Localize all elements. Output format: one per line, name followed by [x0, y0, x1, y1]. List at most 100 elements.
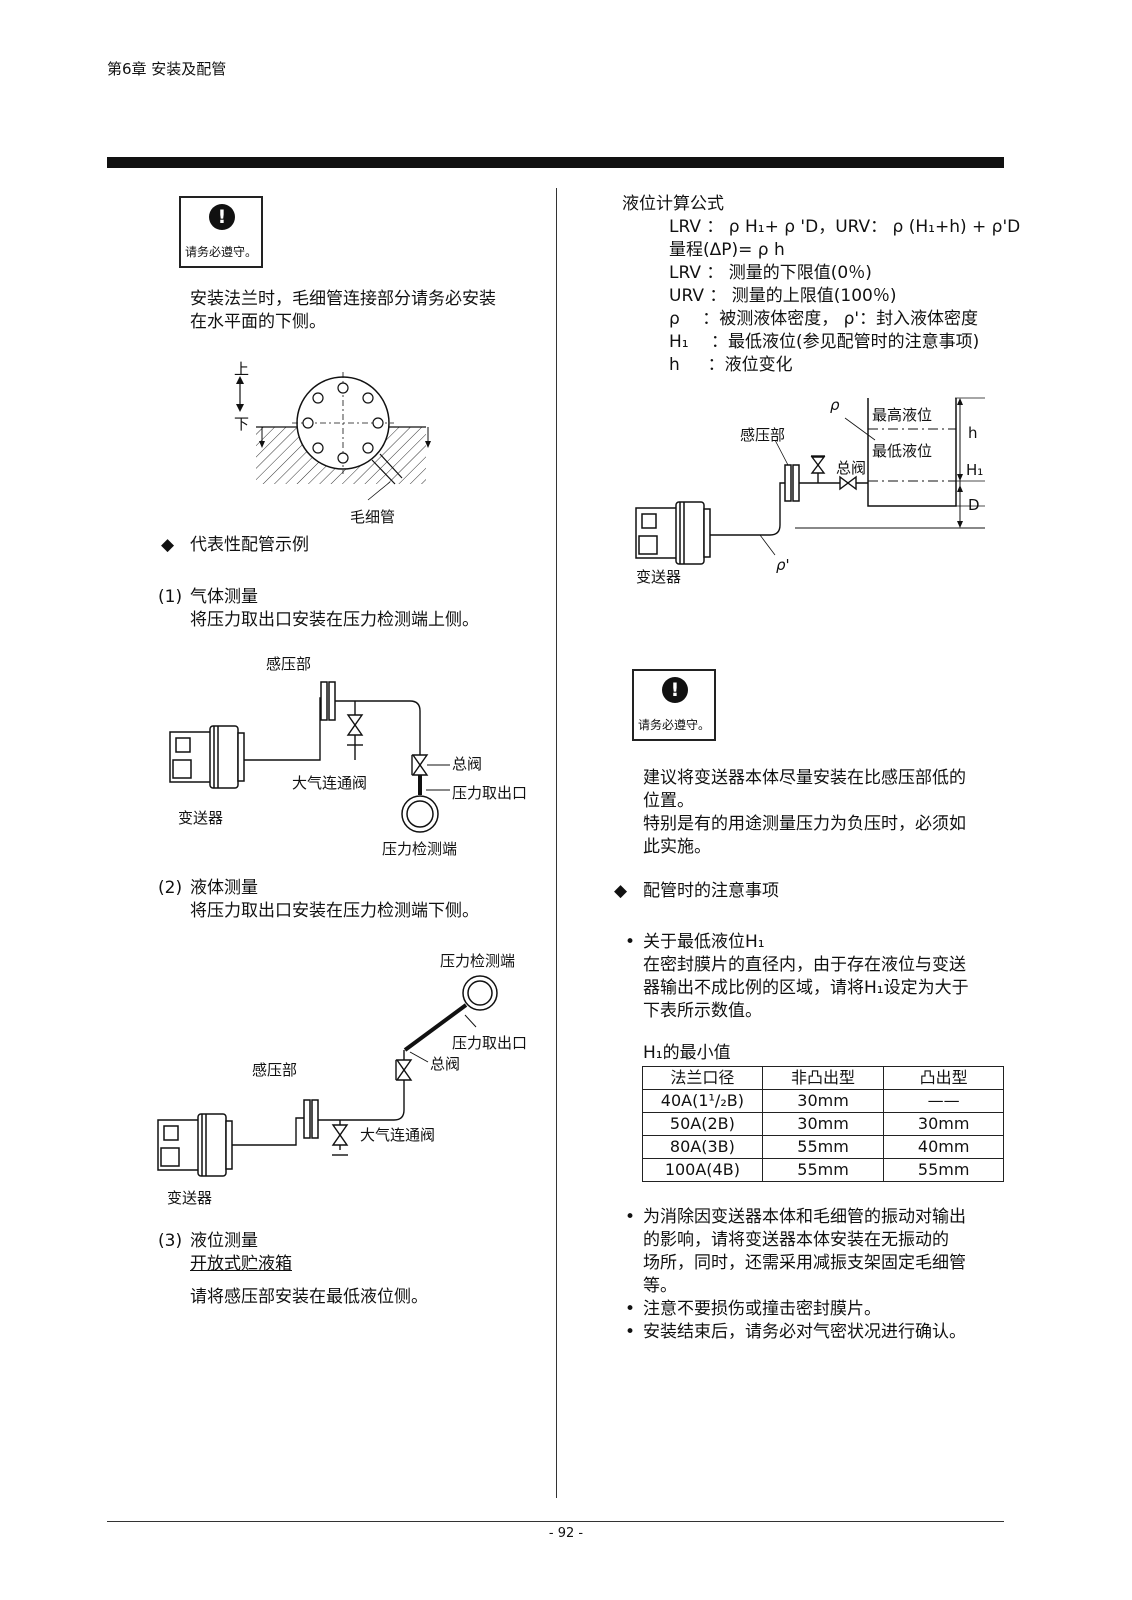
gas-vent-valve-label: 大气连通阀: [292, 774, 368, 792]
bullet4-line0: 安装结束后，请务必对气密状况进行确认。: [643, 1322, 966, 1342]
liquid-main-valve-label: 总阀: [430, 1055, 461, 1073]
liquid-transmitter-label: 变送器: [167, 1189, 213, 1207]
down-label: 下: [234, 415, 250, 433]
gas-desc: 将压力取出口安装在压力检测端上侧。: [190, 610, 479, 630]
caution-label: 请务必遵守。: [184, 245, 257, 259]
table-cell: 40A(1¹/₂B): [642, 1089, 763, 1113]
d-label: D: [968, 496, 980, 514]
bullet1-line2: 器输出不成比例的区域，请将H₁设定为大于: [643, 978, 969, 998]
gas-num: (1): [158, 587, 183, 607]
transmitter-icon: [157, 1113, 233, 1177]
right-main-valve-label: 总阀: [836, 459, 867, 477]
table-row: 40A(1¹/₂B) 30mm ——: [642, 1089, 1004, 1113]
flange-note-line2: 在水平面的下侧。: [190, 312, 326, 332]
diamond-bullet-icon: ◆: [161, 535, 175, 555]
liquid-detect-label: 压力检测端: [440, 952, 516, 970]
transmitter-icon: [635, 501, 711, 565]
exclamation-icon: !: [209, 204, 235, 230]
vent-valve-icon: [346, 714, 364, 746]
bullet2-line1: 的影响，请将变送器本体安装在无振动的: [643, 1230, 949, 1250]
formula-line-6: h ：液位变化: [669, 355, 793, 375]
table-cell: 100A(4B): [642, 1158, 763, 1182]
table-header-row: 法兰口径 非凸出型 凸出型: [642, 1066, 1004, 1090]
table-cell: 30mm: [883, 1112, 1004, 1136]
vent-valve-icon: [331, 1124, 349, 1156]
formula-title: 液位计算公式: [622, 194, 724, 214]
exclamation-icon: !: [662, 677, 688, 703]
h-label: h: [968, 424, 978, 442]
capillary-label: 毛细管: [350, 508, 396, 526]
bullet-dot-icon: •: [625, 1322, 636, 1342]
level-title: 液位测量: [190, 1231, 258, 1251]
bullet3-line0: 注意不要损伤或撞击密封膜片。: [643, 1299, 881, 1319]
h1-label: H₁: [966, 461, 984, 479]
table-cell: 55mm: [883, 1158, 1004, 1182]
liquid-title: 液体测量: [190, 878, 258, 898]
formula-line-0: LRV ： ρ H₁+ ρ 'D，URV： ρ (H₁+h) + ρ'D: [669, 217, 1021, 237]
bullet1-line3: 下表所示数值。: [643, 1001, 762, 1021]
liquid-num: (2): [158, 878, 183, 898]
table-row: 50A(2B) 30mm 30mm: [642, 1112, 1004, 1136]
gas-detect-label: 压力检测端: [382, 840, 458, 858]
table-header-cell: 法兰口径: [642, 1066, 763, 1090]
table-cell: 40mm: [883, 1135, 1004, 1159]
caution-text-0: 建议将变送器本体尽量安装在比感压部低的: [643, 768, 966, 788]
vent-valve-icon: [810, 455, 826, 474]
table-header-cell: 凸出型: [883, 1066, 1004, 1090]
level-num: (3): [158, 1231, 183, 1251]
caution-text-1: 位置。: [643, 791, 694, 811]
right-transmitter-label: 变送器: [636, 568, 682, 586]
gas-title: 气体测量: [190, 587, 258, 607]
gas-main-valve-label: 总阀: [452, 755, 483, 773]
min-level-label: 最低液位: [872, 442, 933, 460]
gas-tap-label: 压力取出口: [452, 784, 528, 802]
table-cell: 50A(2B): [642, 1112, 763, 1136]
liquid-vent-valve-label: 大气连通阀: [360, 1126, 436, 1144]
level-desc: 请将感压部安装在最低液位侧。: [190, 1287, 428, 1307]
bullet2-line2: 场所，同时，还需采用减振支架固定毛细管: [643, 1253, 966, 1273]
table-cell: 80A(3B): [642, 1135, 763, 1159]
formula-line-3: URV ： 测量的上限值(100％): [669, 286, 897, 306]
bullet-dot-icon: •: [625, 932, 636, 952]
right-sensor-label: 感压部: [740, 426, 786, 444]
bullet2-line0: 为消除因变送器本体和毛细管的振动对输出: [643, 1207, 966, 1227]
caution-box-right: ! 请务必遵守。: [632, 669, 716, 741]
bullet1-line1: 在密封膜片的直径内，由于存在液位与变送: [643, 955, 966, 975]
gas-sensor-label: 感压部: [266, 655, 312, 673]
header-rule: [107, 157, 1004, 168]
flange-note-line1: 安装法兰时，毛细管连接部分请务必安装: [190, 289, 496, 309]
gas-transmitter-label: 变送器: [178, 809, 224, 827]
table-cell: 55mm: [761, 1158, 885, 1182]
notes-title: 配管时的注意事项: [643, 881, 779, 901]
table-cell: 55mm: [761, 1135, 885, 1159]
chapter-header: 第6章 安装及配管: [107, 60, 227, 78]
formula-line-2: LRV ： 测量的下限值(0％): [669, 263, 872, 283]
table-cell: ——: [883, 1089, 1004, 1113]
max-level-label: 最高液位: [872, 406, 933, 424]
diamond-bullet-icon: ◆: [614, 881, 628, 901]
table-header-cell: 非凸出型: [761, 1066, 885, 1090]
bullet-dot-icon: •: [625, 1299, 636, 1319]
table-title: H₁的最小值: [643, 1043, 731, 1063]
liquid-sensor-label: 感压部: [252, 1061, 298, 1079]
h1-min-table: 法兰口径 非凸出型 凸出型 40A(1¹/₂B) 30mm —— 50A(2B)…: [642, 1066, 1004, 1182]
liquid-tap-label: 压力取出口: [452, 1034, 528, 1052]
up-label: 上: [234, 360, 250, 378]
footer-rule: [107, 1521, 1004, 1522]
formula-line-4: ρ ：被测液体密度， ρ'：封入液体密度: [669, 309, 979, 329]
bullet-dot-icon: •: [625, 1207, 636, 1227]
caution-text-3: 此实施。: [643, 837, 711, 857]
transmitter-icon: [169, 725, 245, 789]
column-divider: [556, 188, 557, 1498]
page-number: - 92 -: [548, 1526, 584, 1541]
main-valve-icon: [839, 475, 857, 491]
liquid-desc: 将压力取出口安装在压力检测端下侧。: [190, 901, 479, 921]
table-row: 100A(4B) 55mm 55mm: [642, 1158, 1004, 1182]
liquid-sensor-flange: [303, 1099, 319, 1139]
bullet1-line0: 关于最低液位H₁: [643, 932, 765, 952]
table-cell: 30mm: [761, 1112, 885, 1136]
